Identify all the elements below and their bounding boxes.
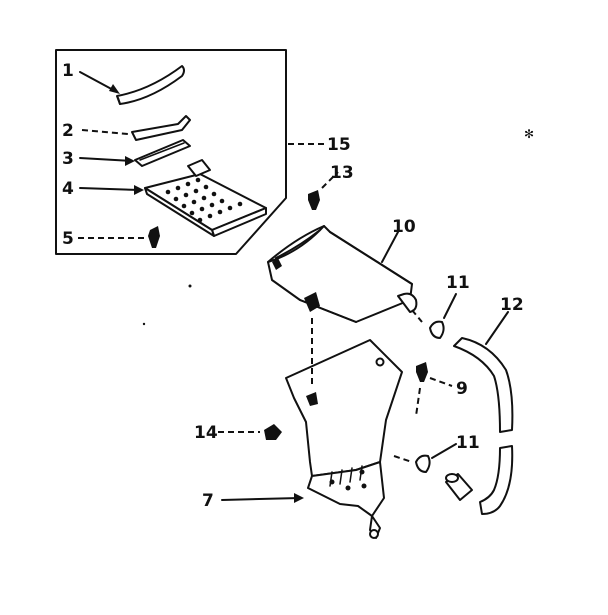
label-5: 5 [62, 229, 74, 249]
label-7: 7 [202, 491, 214, 511]
leader-line-9 [429, 377, 453, 387]
arrowhead-7 [294, 493, 304, 503]
part-10-inlet-housing [267, 225, 418, 323]
label-11-lower: 11 [456, 433, 480, 453]
arrowhead-3 [125, 156, 135, 166]
stray-dot-2 [142, 322, 146, 326]
label-3: 3 [62, 149, 74, 169]
label-9: 9 [456, 379, 468, 399]
part-11-grommet-upper [429, 320, 445, 339]
leader-line-12 [485, 311, 509, 345]
leader-line-7 [221, 497, 301, 501]
leader-line-10 [381, 231, 399, 263]
part-1-handle [116, 65, 185, 105]
label-1: 1 [62, 61, 74, 81]
corner-mark: ✻ [524, 127, 534, 141]
label-2: 2 [62, 121, 74, 141]
leader-line-13 [321, 171, 339, 189]
part-4-grate [144, 159, 267, 237]
label-12: 12 [500, 295, 524, 315]
leader-line-3 [79, 157, 133, 162]
leader-line-9-down [415, 387, 421, 417]
arrowhead-1 [109, 84, 120, 94]
label-15: 15 [327, 135, 351, 155]
part-13-screw [308, 190, 320, 210]
kit-outline-box [55, 49, 287, 255]
leader-line-4 [79, 187, 141, 191]
part-12-hose [453, 337, 514, 515]
part-14-clip [264, 424, 282, 440]
part-5-screw [148, 226, 160, 248]
arrowhead-4 [134, 185, 144, 195]
part-7-bracket [285, 339, 403, 539]
short-tube [445, 473, 473, 501]
leader-line-11-lower [431, 443, 457, 459]
connector-dash-lower [393, 455, 413, 463]
leader-line-2 [81, 129, 129, 135]
leader-line-11-upper [443, 293, 457, 319]
label-4: 4 [62, 179, 74, 199]
label-14: 14 [194, 423, 218, 443]
leader-line-10-dash [411, 309, 423, 323]
part-2-bracket [131, 115, 191, 141]
label-10: 10 [392, 217, 416, 237]
label-11-upper: 11 [446, 273, 470, 293]
label-13: 13 [330, 163, 354, 183]
part-9-screw [416, 362, 428, 382]
stray-dot [188, 284, 192, 288]
part-3-strip [134, 139, 191, 167]
part-11-grommet-lower [415, 454, 431, 473]
